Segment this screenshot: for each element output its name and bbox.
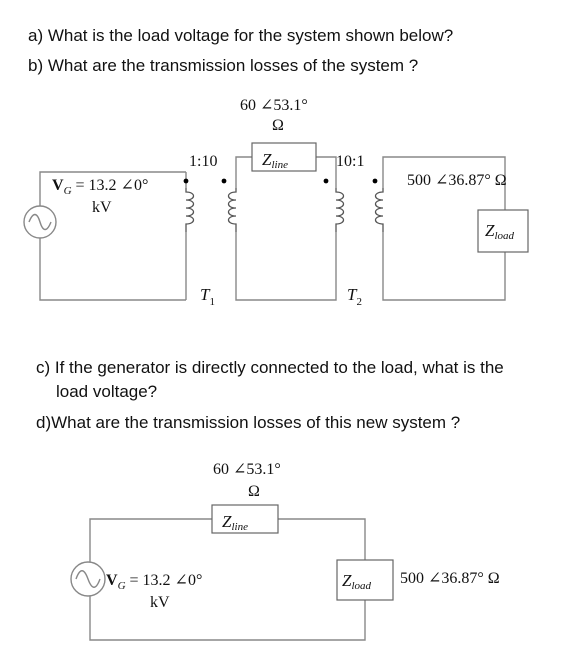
z-line-value-1: 60 ∠53.1° xyxy=(240,97,308,114)
t2-subscript: 2 xyxy=(356,296,362,308)
source-symbol-2: V xyxy=(106,572,118,589)
question-b: b) What are the transmission losses of t… xyxy=(28,56,418,75)
wire-loop-2 xyxy=(89,518,366,641)
z-load-box-1 xyxy=(477,209,529,253)
question-c-line1: c) If the generator is directly connecte… xyxy=(36,358,504,377)
t1-subscript: 1 xyxy=(209,296,215,308)
z-load-symbol: Z xyxy=(485,221,495,240)
z-line-subscript-2: line xyxy=(231,521,248,533)
question-c-line2: load voltage? xyxy=(56,382,157,401)
t2-secondary-dot xyxy=(372,178,378,184)
t2-primary-dot xyxy=(323,178,329,184)
source-label-1: VG = 13.2 ∠0° xyxy=(52,177,148,197)
t1-label: T1 xyxy=(200,285,215,308)
t1-secondary-coil-icon xyxy=(227,188,237,232)
wire-right-loop xyxy=(382,156,506,301)
z-load-value-1: 500 ∠36.87° Ω xyxy=(407,172,507,189)
z-load-box-2 xyxy=(336,559,394,601)
z-load-value-2: 500 ∠36.87° Ω xyxy=(400,570,500,587)
z-line-box-2 xyxy=(211,504,279,534)
t1-primary-dot xyxy=(183,178,189,184)
ac-source-wave xyxy=(28,213,52,231)
transformer-t2: 10:1 T2 xyxy=(323,153,384,308)
z-line-unit-2: Ω xyxy=(248,483,260,500)
t2-ratio: 10:1 xyxy=(336,153,364,170)
t2-label: T2 xyxy=(347,285,362,308)
source-value-2: = 13.2 ∠0° xyxy=(126,572,203,589)
source-symbol: V xyxy=(52,177,64,194)
question-d: d)What are the transmission losses of th… xyxy=(36,413,460,432)
z-load-label-2: Zload xyxy=(342,571,372,592)
t2-primary-coil-icon xyxy=(335,188,345,232)
z-load-subscript-2: load xyxy=(351,580,371,592)
source-subscript-2: G xyxy=(118,580,126,592)
t1-symbol: T xyxy=(200,285,211,304)
ac-source-wave-2 xyxy=(75,570,101,588)
source-label-2: VG = 13.2 ∠0° xyxy=(106,572,202,592)
source-value: = 13.2 ∠0° xyxy=(72,177,149,194)
z-line-symbol-2: Z xyxy=(222,512,232,531)
z-load-symbol-2: Z xyxy=(342,571,352,590)
t1-ratio: 1:10 xyxy=(189,153,217,170)
z-load-label-1: Zload xyxy=(485,221,515,242)
question-a: a) What is the load voltage for the syst… xyxy=(28,26,453,45)
source-unit-2: kV xyxy=(150,594,170,611)
z-line-symbol: Z xyxy=(262,150,272,169)
t1-secondary-dot xyxy=(221,178,227,184)
circuit-diagram-1: VG = 13.2 ∠0° kV 1:10 T1 Zline 60 ∠53.1°… xyxy=(23,97,529,308)
z-line-label-2: Zline xyxy=(222,512,248,533)
z-line-label-1: Zline xyxy=(262,150,288,171)
wire-middle-loop xyxy=(235,156,337,301)
z-load-subscript: load xyxy=(494,230,514,242)
t2-secondary-coil-icon xyxy=(374,188,384,232)
circuit-diagram-2: Zline 60 ∠53.1° Ω VG = 13.2 ∠0° kV Zload… xyxy=(70,461,500,641)
source-subscript: G xyxy=(64,185,72,197)
z-line-subscript: line xyxy=(271,159,288,171)
transformer-t1: 1:10 T1 xyxy=(183,153,237,308)
z-line-value-2: 60 ∠53.1° xyxy=(213,461,281,478)
z-line-unit-1: Ω xyxy=(272,117,284,134)
source-unit-1: kV xyxy=(92,199,112,216)
t2-symbol: T xyxy=(347,285,358,304)
z-line-box-1 xyxy=(251,142,317,172)
t1-primary-coil-icon xyxy=(185,188,195,232)
